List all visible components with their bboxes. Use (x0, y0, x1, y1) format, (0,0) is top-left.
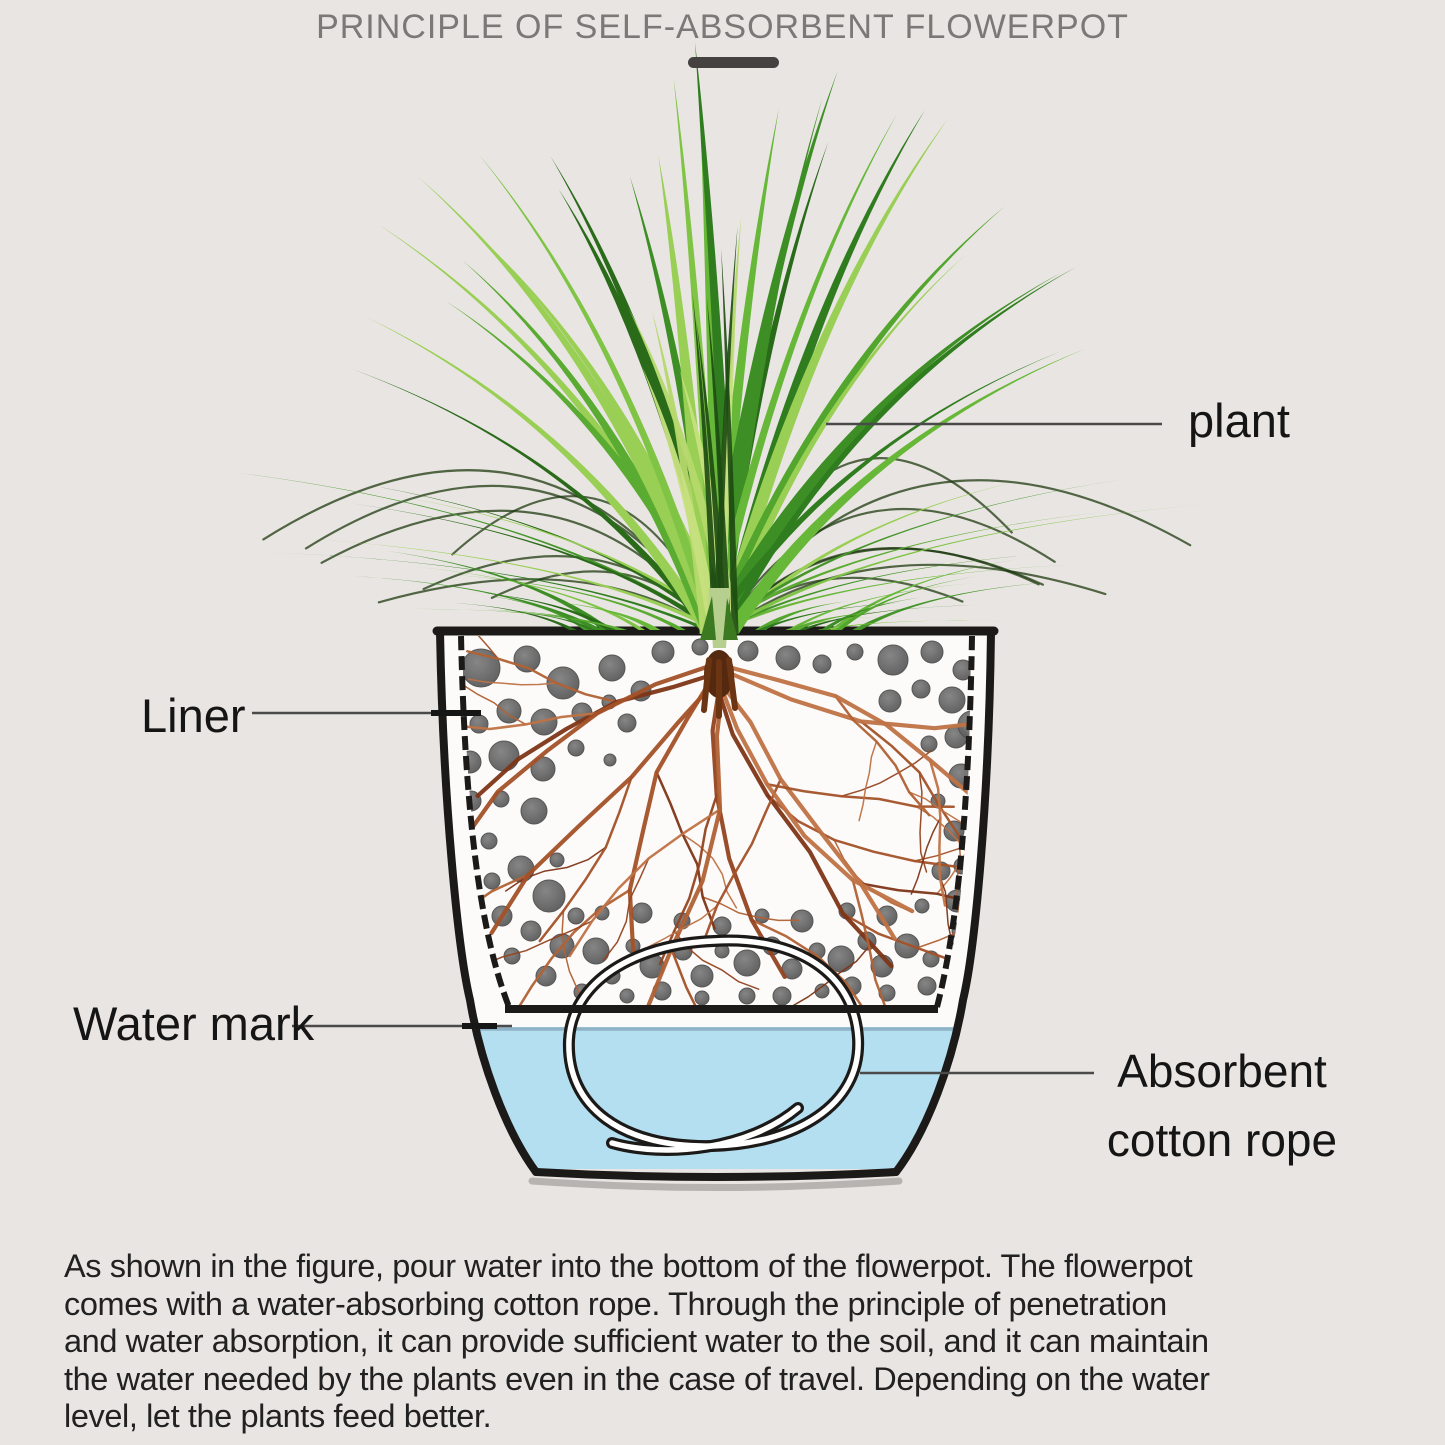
water-reservoir (443, 1027, 989, 1169)
description-line: and water absorption, it can provide suf… (64, 1323, 1209, 1360)
description-line: the water needed by the plants even in t… (64, 1360, 1210, 1397)
description-line: As shown in the figure, pour water into … (64, 1248, 1193, 1284)
title-underline-dash (688, 57, 779, 68)
label-absorbent-cotton-rope: Absorbent cotton rope (1088, 1037, 1356, 1175)
description-paragraph: As shown in the figure, pour water into … (64, 1248, 1429, 1436)
label-liner: Liner (141, 689, 246, 742)
label-absorbent-line2: cotton rope (1106, 1114, 1338, 1166)
plant-foliage (235, 42, 1205, 648)
label-water-mark: Water mark (73, 997, 315, 1050)
label-absorbent-line1: Absorbent (1117, 1045, 1327, 1097)
label-plant: plant (1188, 394, 1290, 447)
leader-lines (252, 422, 1162, 1075)
cotton-rope (562, 934, 865, 1156)
page-title: PRINCIPLE OF SELF-ABSORBENT FLOWERPOT (316, 8, 1129, 46)
plant-roots (462, 636, 971, 1009)
description-line: comes with a water-absorbing cotton rope… (64, 1285, 1167, 1322)
liner-walls (458, 635, 975, 1013)
description-line: level, let the plants feed better. (64, 1398, 492, 1435)
